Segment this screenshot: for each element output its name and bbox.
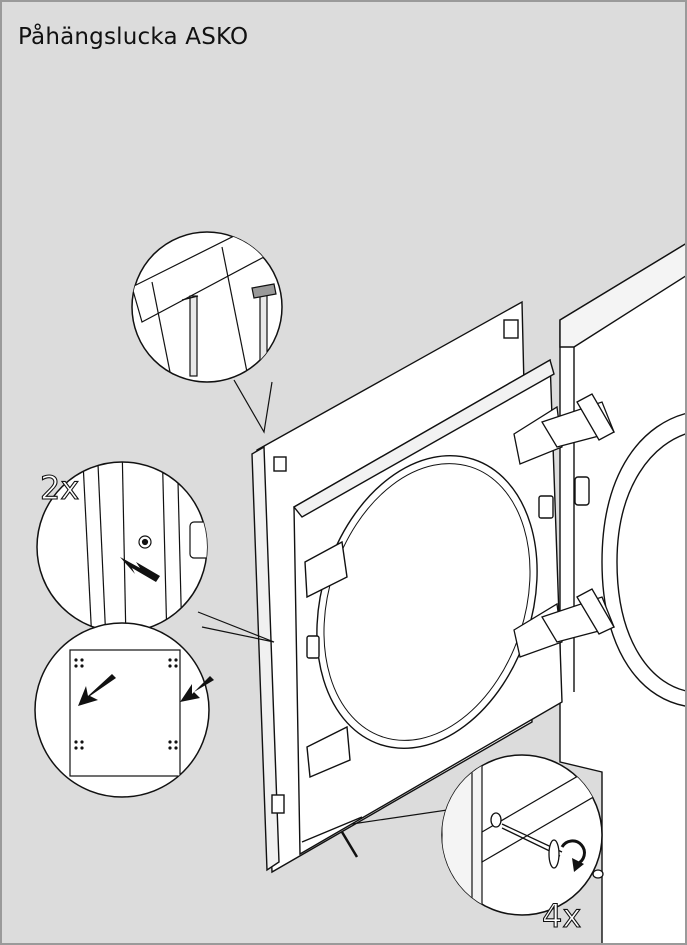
rotate-arrow-icon <box>560 839 586 872</box>
machine-door <box>292 358 563 858</box>
screw-count-label: 4x <box>542 897 581 935</box>
page-title: Påhängslucka ASKO <box>18 24 249 50</box>
callout-panel-holes <box>34 622 214 798</box>
arrow-icon <box>78 674 214 706</box>
screw-icon <box>490 812 604 879</box>
lower-hinge <box>513 588 615 658</box>
arrow-icon <box>120 557 160 582</box>
hinge-pin-count-label: 2x <box>40 469 79 507</box>
callout-handle-detail <box>131 231 283 383</box>
upper-hinge <box>513 393 615 465</box>
